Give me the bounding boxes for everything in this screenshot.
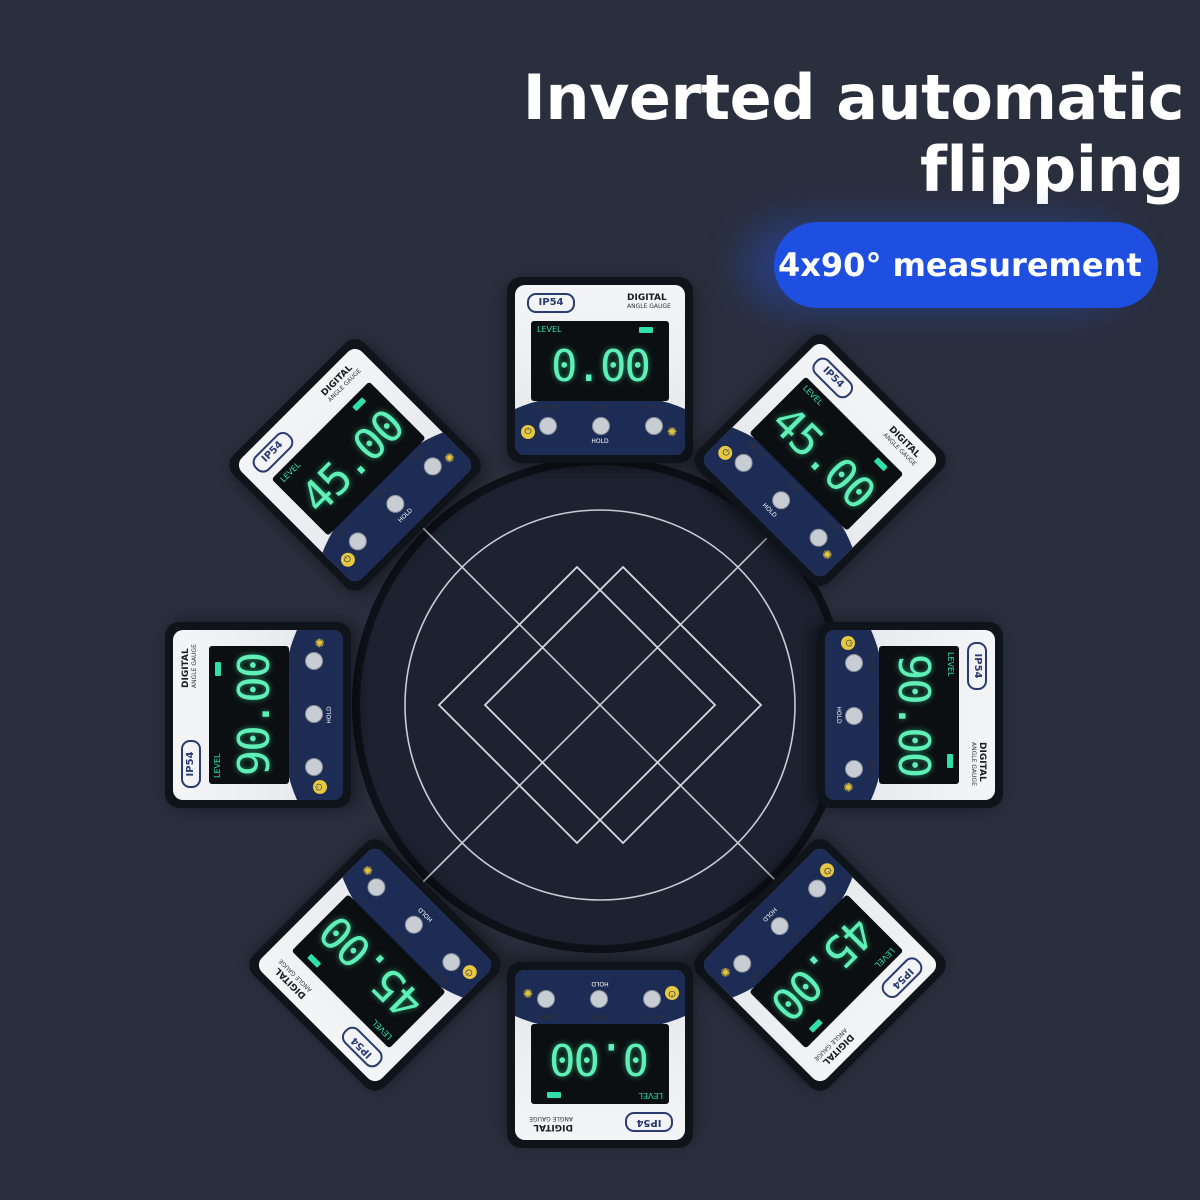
lcd-display: LEVEL 0.00: [531, 321, 669, 401]
on-off-button[interactable]: [305, 758, 323, 776]
battery-icon: [352, 397, 367, 412]
gauge-brand: DIGITAL ANGLE GAUGE: [515, 1115, 573, 1132]
headline-line-1: Inverted automatic: [522, 61, 1185, 134]
backlight-icon: ✺: [841, 781, 855, 793]
headline-line-2: flipping: [919, 133, 1185, 206]
backlight-icon: ✺: [666, 425, 678, 439]
lcd-mode-label: LEVEL: [213, 753, 222, 779]
lcd-mode-label: LEVEL: [946, 652, 955, 677]
lcd-display: LEVEL 90.00: [879, 646, 959, 784]
gauge-face: IP54 DIGITAL ANGLE GAUGE LEVEL 0.00 ON/O…: [515, 970, 685, 1140]
lcd-display: LEVEL 90.00: [209, 646, 289, 784]
zero-button[interactable]: [845, 760, 863, 778]
lcd-reading: 0.00: [551, 1033, 649, 1084]
tilt-label: TILT%: [868, 706, 875, 724]
backlight-icon: ✺: [522, 986, 534, 1000]
ip-rating-badge: IP54: [181, 740, 201, 788]
lcd-reading: 90.00: [229, 653, 280, 777]
on-off-label: ON/OFF: [641, 1013, 665, 1020]
power-icon: ⏻: [841, 636, 855, 650]
zero-label: ZERO: [293, 653, 300, 671]
tilt-button[interactable]: [305, 705, 323, 723]
tilt-label: TILT%: [591, 405, 609, 412]
power-icon: ⏻: [521, 425, 535, 439]
tilt-button[interactable]: [845, 707, 863, 725]
tilt-button[interactable]: [590, 990, 608, 1008]
on-off-button[interactable]: [845, 654, 863, 672]
on-off-label: ON/OFF: [293, 756, 300, 780]
headline: Inverted automatic flipping: [484, 61, 1185, 206]
measurement-badge-text: 4x90° measurement: [778, 246, 1142, 284]
power-icon: ⏻: [313, 780, 327, 794]
hold-label: HOLD: [591, 438, 609, 445]
on-off-label: ON/OFF: [535, 405, 559, 412]
battery-icon: [547, 1092, 561, 1098]
zero-button[interactable]: [645, 417, 663, 435]
battery-icon: [808, 1018, 823, 1033]
ip-rating-badge: IP54: [527, 293, 575, 313]
angle-gauge: IP54 DIGITAL ANGLE GAUGE LEVEL 90.00 ON/…: [817, 622, 1003, 808]
brand-line-1: DIGITAL: [181, 648, 191, 688]
ip-rating-badge: IP54: [967, 642, 987, 690]
lcd-display: LEVEL 0.00: [531, 1024, 669, 1104]
ip-rating-badge: IP54: [625, 1112, 673, 1132]
power-icon: ⏻: [665, 986, 679, 1000]
brand-line-1: DIGITAL: [627, 293, 667, 303]
brand-line-2: ANGLE GAUGE: [529, 1115, 573, 1122]
brand-line-2: ANGLE GAUGE: [627, 303, 671, 310]
gauge-face: IP54 DIGITAL ANGLE GAUGE LEVEL 90.00 ON/…: [173, 630, 343, 800]
lcd-mode-label: LEVEL: [537, 325, 562, 334]
zero-button[interactable]: [537, 990, 555, 1008]
tilt-label: TILT%: [591, 1013, 609, 1020]
battery-icon: [307, 953, 322, 968]
lcd-reading: 0.00: [551, 341, 651, 392]
brand-line-1: DIGITAL: [977, 742, 987, 782]
measurement-badge: 4x90° measurement: [774, 222, 1158, 308]
backlight-icon: ✺: [313, 637, 327, 649]
hold-label: HOLD: [591, 980, 609, 987]
battery-icon: [639, 327, 653, 333]
zero-label: ZERO: [868, 759, 875, 777]
battery-icon: [873, 457, 888, 472]
angle-gauge: IP54 DIGITAL ANGLE GAUGE LEVEL 0.00 ON/O…: [507, 962, 693, 1148]
brand-line-2: ANGLE GAUGE: [970, 742, 977, 786]
hold-label: HOLD: [326, 706, 333, 724]
on-off-button[interactable]: [539, 417, 557, 435]
brand-line-2: ANGLE GAUGE: [191, 644, 198, 688]
gauge-brand: DIGITAL ANGLE GAUGE: [181, 630, 198, 688]
gauge-brand: DIGITAL ANGLE GAUGE: [627, 293, 685, 310]
lcd-reading: 90.00: [888, 653, 939, 777]
on-off-label: ON/OFF: [868, 650, 875, 674]
gauge-face: IP54 DIGITAL ANGLE GAUGE LEVEL 0.00 ON/O…: [515, 285, 685, 455]
brand-line-1: DIGITAL: [533, 1122, 573, 1132]
lcd-mode-label: LEVEL: [638, 1091, 664, 1100]
on-off-button[interactable]: [643, 990, 661, 1008]
battery-icon: [215, 662, 221, 676]
zero-label: ZERO: [644, 405, 662, 412]
zero-label: ZERO: [538, 1013, 556, 1020]
zero-button[interactable]: [305, 652, 323, 670]
battery-icon: [947, 754, 953, 768]
angle-gauge: IP54 DIGITAL ANGLE GAUGE LEVEL 90.00 ON/…: [165, 622, 351, 808]
tilt-label: TILT%: [293, 706, 300, 724]
hold-label: HOLD: [835, 706, 842, 724]
tilt-button[interactable]: [592, 417, 610, 435]
gauge-face: IP54 DIGITAL ANGLE GAUGE LEVEL 90.00 ON/…: [825, 630, 995, 800]
angle-gauge: IP54 DIGITAL ANGLE GAUGE LEVEL 0.00 ON/O…: [507, 277, 693, 463]
gauge-brand: DIGITAL ANGLE GAUGE: [970, 742, 987, 800]
